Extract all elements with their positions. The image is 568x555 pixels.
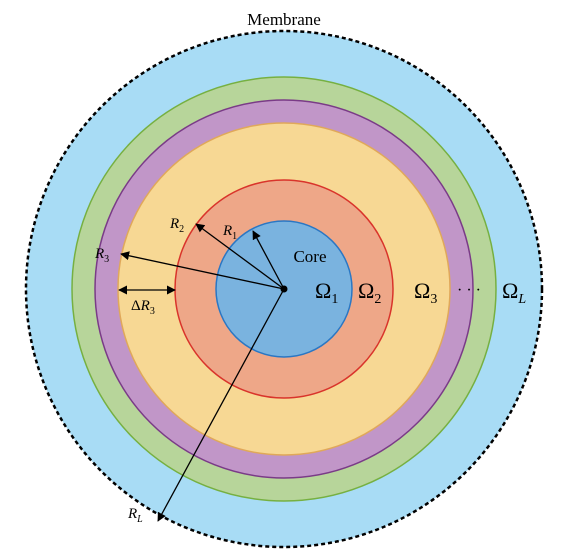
center-point [280,285,288,293]
r2-label: R2 [169,216,184,235]
omega-1-label: Ω1 [315,278,338,307]
membrane-label: Membrane [247,10,321,29]
delta-r3-label: ΔR3 [131,298,155,317]
radius-rl-arrow [157,288,285,522]
ellipsis-label: · · · [457,282,481,299]
radius-r1-arrow [252,230,285,290]
radius-r2-arrow [195,223,285,290]
rl-label: RL [127,506,143,525]
omega-l-label: ΩL [502,278,526,307]
r3-label: R3 [94,246,109,265]
radius-r3-arrow [120,251,285,290]
core-label: Core [293,247,326,266]
omega-3-label: Ω3 [414,278,437,307]
r1-label: R1 [222,223,237,242]
omega-2-label: Ω2 [358,278,381,307]
